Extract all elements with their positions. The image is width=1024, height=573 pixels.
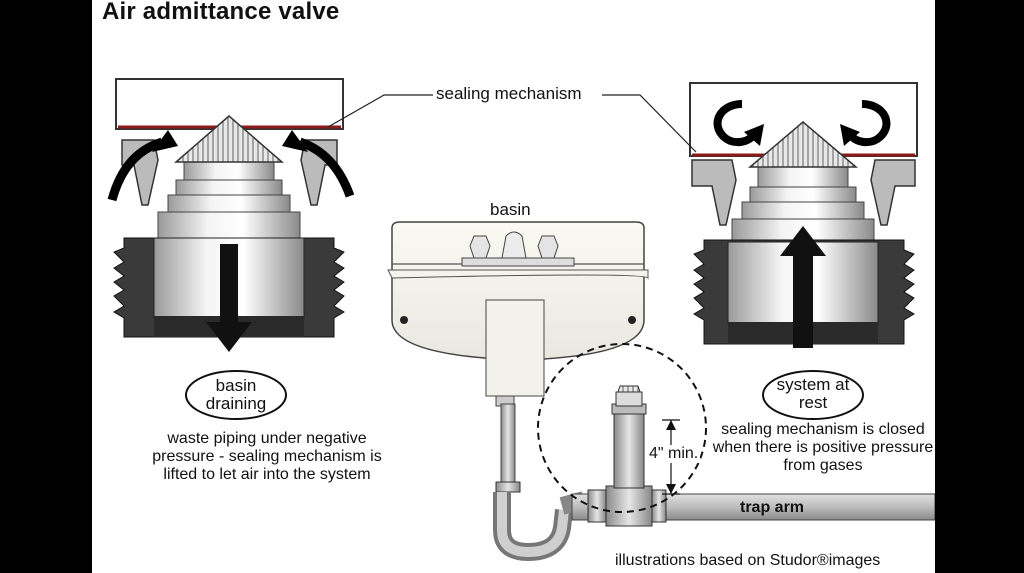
basin-label: basin <box>490 200 531 219</box>
basin-draining-label: basin draining <box>205 376 267 413</box>
basin-draining-badge <box>185 370 287 420</box>
trap-arm-label: trap arm <box>740 499 805 516</box>
left-description: waste piping under negative pressure - s… <box>152 430 382 483</box>
image-credit: illustrations based on Studor®images <box>615 552 881 569</box>
sealing-mechanism-label: sealing mechanism <box>433 84 585 104</box>
right-valve <box>689 82 918 348</box>
sealing-leaders <box>327 94 697 153</box>
left-valve <box>107 78 355 352</box>
basin-assembly <box>387 221 935 562</box>
system-at-rest-badge <box>762 370 864 420</box>
min-height-label: 4" min. <box>647 445 701 463</box>
system-at-rest-label: system at rest <box>776 375 850 412</box>
diagram-canvas: Air admittance valve sealing mechanism b… <box>92 0 935 573</box>
page-title: Air admittance valve <box>102 0 340 25</box>
right-description: sealing mechanism is closed when there i… <box>712 421 934 474</box>
diagram-drawing <box>107 78 935 562</box>
